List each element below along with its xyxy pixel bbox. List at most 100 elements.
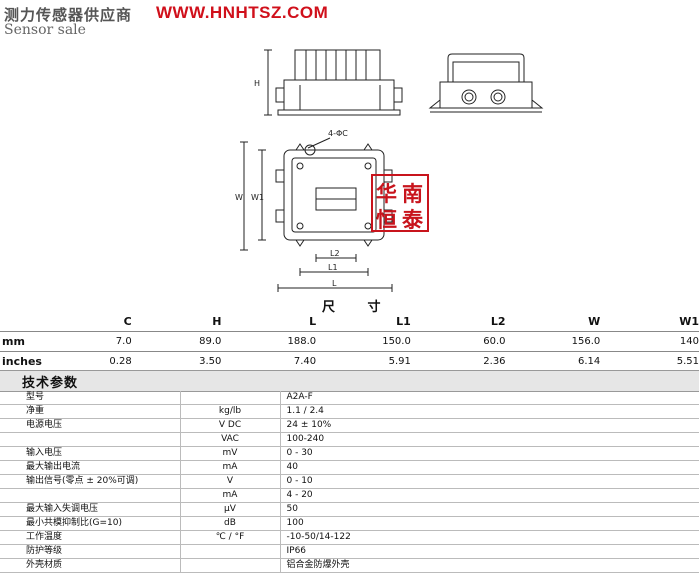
spec-unit: V	[179, 474, 280, 489]
seal-char: 南	[402, 181, 423, 206]
cell: 7.40	[293, 356, 317, 367]
spec-param: 净重	[0, 404, 180, 419]
cell: 150.0	[382, 336, 411, 347]
spec-unit: mA	[179, 488, 280, 503]
spec-unit: mV	[179, 446, 280, 461]
technical-drawing: H W W1 4-ΦC L2 L1 L	[235, 49, 544, 292]
spec-unit: kg/lb	[179, 404, 280, 419]
dim-label-l1: L1	[328, 263, 338, 272]
col-header: H	[212, 315, 222, 328]
cell: 60.0	[483, 336, 506, 347]
specs-title-bar	[0, 370, 699, 392]
spec-param: 最小共模抑制比(G=10)	[0, 516, 180, 531]
spec-param	[0, 488, 180, 503]
spec-row: 防护等级 IP66	[0, 544, 699, 559]
table-row: inches 0.28 3.50 7.40 5.91 2.36 6.14 5.5…	[0, 351, 699, 372]
spec-param	[0, 432, 180, 447]
row-label: inches	[2, 355, 42, 368]
spec-unit: μV	[179, 502, 280, 517]
cell: 89.0	[199, 336, 222, 347]
spec-value: -10-50/14-122	[279, 530, 699, 545]
spec-unit	[179, 558, 280, 573]
top-view	[240, 137, 393, 292]
cell: 3.50	[199, 356, 222, 367]
seal-char: 华	[376, 181, 397, 206]
spec-value: 铝合金防爆外壳	[279, 558, 699, 573]
spec-row: 工作温度℃ / °F-10-50/14-122	[0, 530, 699, 545]
col-header: W	[588, 315, 601, 328]
spec-param: 型号	[0, 391, 180, 405]
cell: 5.91	[388, 356, 411, 367]
dimensions-table: C H L L1 L2 W W1 mm 7.0 89.0 188.0 150.0…	[0, 312, 699, 371]
dimensions-header-row: C H L L1 L2 W W1	[0, 312, 699, 332]
spec-value: 50	[279, 502, 699, 517]
spec-param: 外壳材质	[0, 558, 180, 573]
dim-label-hole: 4-ΦC	[328, 129, 348, 138]
cell: 0.28	[109, 356, 132, 367]
cell: 188.0	[287, 336, 317, 347]
cell: 6.14	[578, 356, 601, 367]
specs-title: 技术参数	[22, 376, 79, 391]
spec-value: 0 - 30	[279, 446, 699, 461]
col-header: C	[123, 315, 132, 328]
header-url[interactable]: WWW.HNHTSZ.COM	[156, 3, 329, 22]
spec-value: IP66	[279, 544, 699, 559]
col-header: L	[309, 315, 317, 328]
row-label: mm	[2, 335, 25, 348]
spec-value: 1.1 / 2.4	[279, 404, 699, 419]
spec-param: 防护等级	[0, 544, 180, 559]
spec-param: 最大输入失调电压	[0, 502, 180, 517]
spec-row: 型号 A2A-F	[0, 391, 699, 405]
cell: 156.0	[571, 336, 601, 347]
cell: 5.51	[676, 356, 699, 367]
dim-label-l2: L2	[330, 249, 340, 258]
spec-value: A2A-F	[279, 391, 699, 405]
seal-char: 恒	[376, 207, 397, 232]
dim-label-h: H	[254, 79, 260, 88]
spec-unit: VAC	[179, 432, 280, 447]
dimensions-title: 尺 寸	[322, 300, 395, 315]
seal-char: 泰	[402, 207, 423, 232]
spec-value: 100	[279, 516, 699, 531]
spec-unit: V DC	[179, 418, 280, 433]
spec-unit: mA	[179, 460, 280, 475]
spec-value: 100-240	[279, 432, 699, 447]
spec-param: 输出信号(零点 ± 20%可调)	[0, 474, 180, 489]
table-row: mm 7.0 89.0 188.0 150.0 60.0 156.0 140	[0, 331, 699, 352]
dim-label-l: L	[332, 279, 337, 288]
spec-unit: dB	[179, 516, 280, 531]
spec-param: 最大输出电流	[0, 460, 180, 475]
company-seal: 华 南 恒 泰	[371, 174, 429, 232]
dim-label-w: W	[235, 193, 243, 202]
spec-param: 工作温度	[0, 530, 180, 545]
dim-label-w1: W1	[251, 193, 264, 202]
spec-param: 电源电压	[0, 418, 180, 433]
header-en-title: Sensor sale	[4, 22, 86, 38]
cell: 7.0	[115, 336, 132, 347]
cell: 2.36	[483, 356, 506, 367]
spec-param: 输入电压	[0, 446, 180, 461]
spec-unit	[179, 391, 280, 405]
spec-row: 外壳材质 铝合金防爆外壳	[0, 558, 699, 573]
header-cn-title: 测力传感器供应商	[4, 6, 133, 24]
spec-value: 24 ± 10%	[279, 418, 699, 433]
col-header: L2	[490, 315, 506, 328]
spec-unit: ℃ / °F	[179, 530, 280, 545]
spec-value: 4 - 20	[279, 488, 699, 503]
spec-value: 40	[279, 460, 699, 475]
col-header: W1	[679, 315, 699, 328]
spec-value: 0 - 10	[279, 474, 699, 489]
cell: 140	[679, 336, 699, 347]
side-view	[428, 53, 544, 113]
spec-unit	[179, 544, 280, 559]
